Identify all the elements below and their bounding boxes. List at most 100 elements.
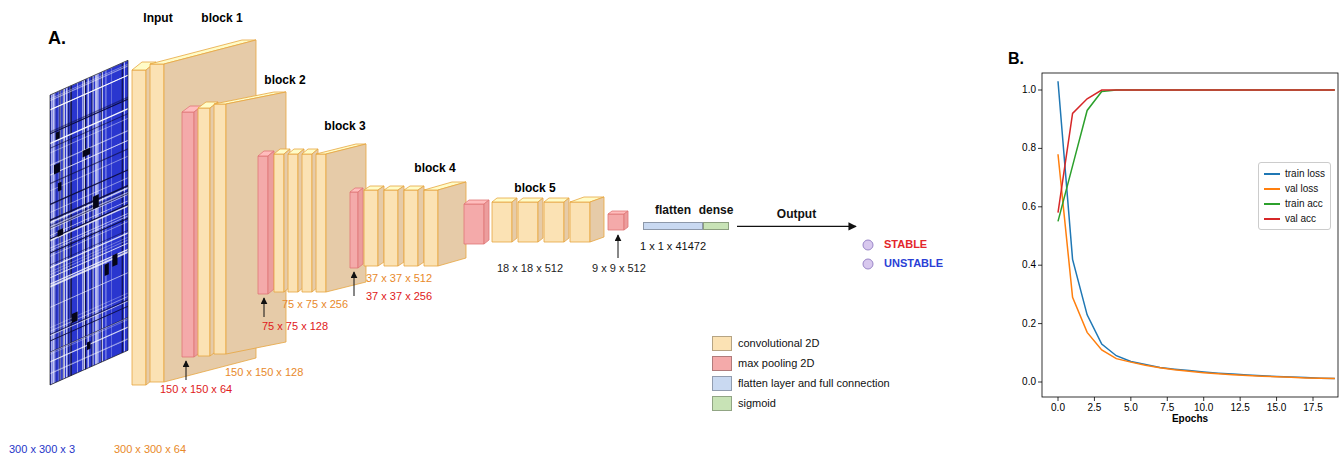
pointer-arrow [186, 361, 187, 380]
legend-row: flatten layer and full connection [712, 376, 890, 391]
legend-row: train acc [1264, 196, 1325, 211]
output-circle [862, 239, 874, 251]
y-tick [1038, 265, 1042, 266]
output-circle [862, 258, 874, 270]
legend-swatch [712, 396, 732, 411]
plot-frame [1042, 73, 1338, 397]
layer-label: 150 x 150 x 128 [225, 366, 303, 379]
legend-swatch [712, 336, 732, 351]
layer-label: 300 x 300 x 3 [9, 443, 75, 456]
bar-shape [643, 222, 703, 230]
layer-name: dense [699, 203, 734, 217]
conv-layer [404, 186, 424, 266]
series-line [1058, 81, 1335, 378]
legend-row: max pooling 2D [712, 356, 814, 371]
output-class: STABLE [884, 238, 927, 251]
tick-label: 0.2 [1022, 318, 1036, 330]
layer-label: Input [143, 12, 172, 26]
conv-layer [518, 198, 543, 242]
pool-layer [350, 188, 363, 268]
tick-label: 15.0 [1267, 402, 1286, 414]
legend-text: convolutional 2D [738, 337, 819, 350]
layer-label: 75 x 75 x 256 [282, 298, 348, 311]
x-tick [1058, 397, 1059, 401]
x-tick [1240, 397, 1241, 401]
tick-label: 0.0 [1051, 402, 1065, 414]
layer-label: 9 x 9 x 512 [592, 262, 646, 275]
x-tick [1203, 397, 1204, 401]
tick-label: 12.5 [1230, 402, 1249, 414]
layer-label: 300 x 300 x 64 [114, 443, 186, 456]
tick-label: 1.0 [1022, 84, 1036, 96]
legend-swatch [1264, 218, 1280, 220]
layer-bar: flatten 1 x 1 x 41472 [640, 203, 706, 254]
conv-layer [424, 182, 466, 266]
y-tick [1038, 382, 1042, 383]
legend-box: train lossval loss train acc val acc [1258, 162, 1331, 230]
layer-name: flatten [655, 203, 691, 217]
tick-label: 0.8 [1022, 142, 1036, 154]
conv-layer [384, 186, 404, 266]
x-tick [1313, 397, 1314, 401]
y-tick [1038, 206, 1042, 207]
x-tick [1130, 397, 1131, 401]
pool-layer [258, 151, 274, 294]
input-image [50, 60, 128, 385]
tick-label: 17.5 [1303, 402, 1322, 414]
bar-shape [703, 222, 729, 230]
legend-row: val loss [1264, 181, 1325, 196]
panel-letter: B. [1008, 50, 1024, 68]
layer-size: 1 x 1 x 41472 [640, 240, 706, 253]
tick-label: 0.4 [1022, 259, 1036, 271]
pool-layer [464, 200, 489, 244]
output-group: STABLE UNSTABLE [862, 238, 943, 276]
tick-label: 0.0 [1022, 376, 1036, 388]
tick-label: 7.5 [1160, 402, 1174, 414]
layer-label: 75 x 75 x 128 [262, 320, 328, 333]
layer-label: block 1 [201, 12, 242, 26]
layer-label: 37 x 37 x 512 [366, 272, 432, 285]
conv-layer [544, 198, 569, 242]
pointer-arrow [618, 235, 619, 258]
conv-layer [570, 197, 604, 242]
legend-text: train acc [1285, 198, 1323, 210]
panel-letter: A. [48, 28, 66, 49]
x-tick [1167, 397, 1168, 401]
legend-swatch [1264, 188, 1280, 190]
layer-label: 150 x 150 x 64 [160, 383, 232, 396]
layer-label: Epochs [1172, 413, 1208, 425]
legend-row: sigmoid [712, 396, 776, 411]
layer-label: block 5 [514, 182, 555, 196]
tick-label: 10.0 [1194, 402, 1213, 414]
legend-swatch [1264, 203, 1280, 205]
y-tick [1038, 323, 1042, 324]
connector-label: Output [777, 208, 816, 222]
legend-text: val acc [1285, 213, 1316, 225]
legend-row: val acc [1264, 211, 1325, 226]
legend-row: train loss [1264, 166, 1325, 181]
output-class: UNSTABLE [884, 257, 943, 270]
conv-layer [316, 144, 366, 292]
tick-label: 5.0 [1124, 402, 1138, 414]
conv-layer [364, 186, 384, 266]
legend-text: train loss [1285, 168, 1325, 180]
legend-swatch [712, 376, 732, 391]
layer-label: block 3 [324, 120, 365, 134]
y-tick [1038, 90, 1042, 91]
layer-label: 18 x 18 x 512 [497, 262, 563, 275]
pool-layer [608, 211, 628, 230]
legend-row: convolutional 2D [712, 336, 819, 351]
y-tick [1038, 148, 1042, 149]
legend-swatch [1264, 173, 1280, 175]
layer-label: block 4 [414, 162, 455, 176]
series-line [1058, 154, 1335, 378]
legend-text: flatten layer and full connection [738, 377, 890, 390]
tick-label: 2.5 [1087, 402, 1101, 414]
conv-layer [214, 92, 286, 354]
x-tick [1094, 397, 1095, 401]
connector [737, 226, 856, 227]
x-tick [1276, 397, 1277, 401]
pointer-arrow [264, 298, 265, 317]
series-line [1058, 90, 1335, 221]
